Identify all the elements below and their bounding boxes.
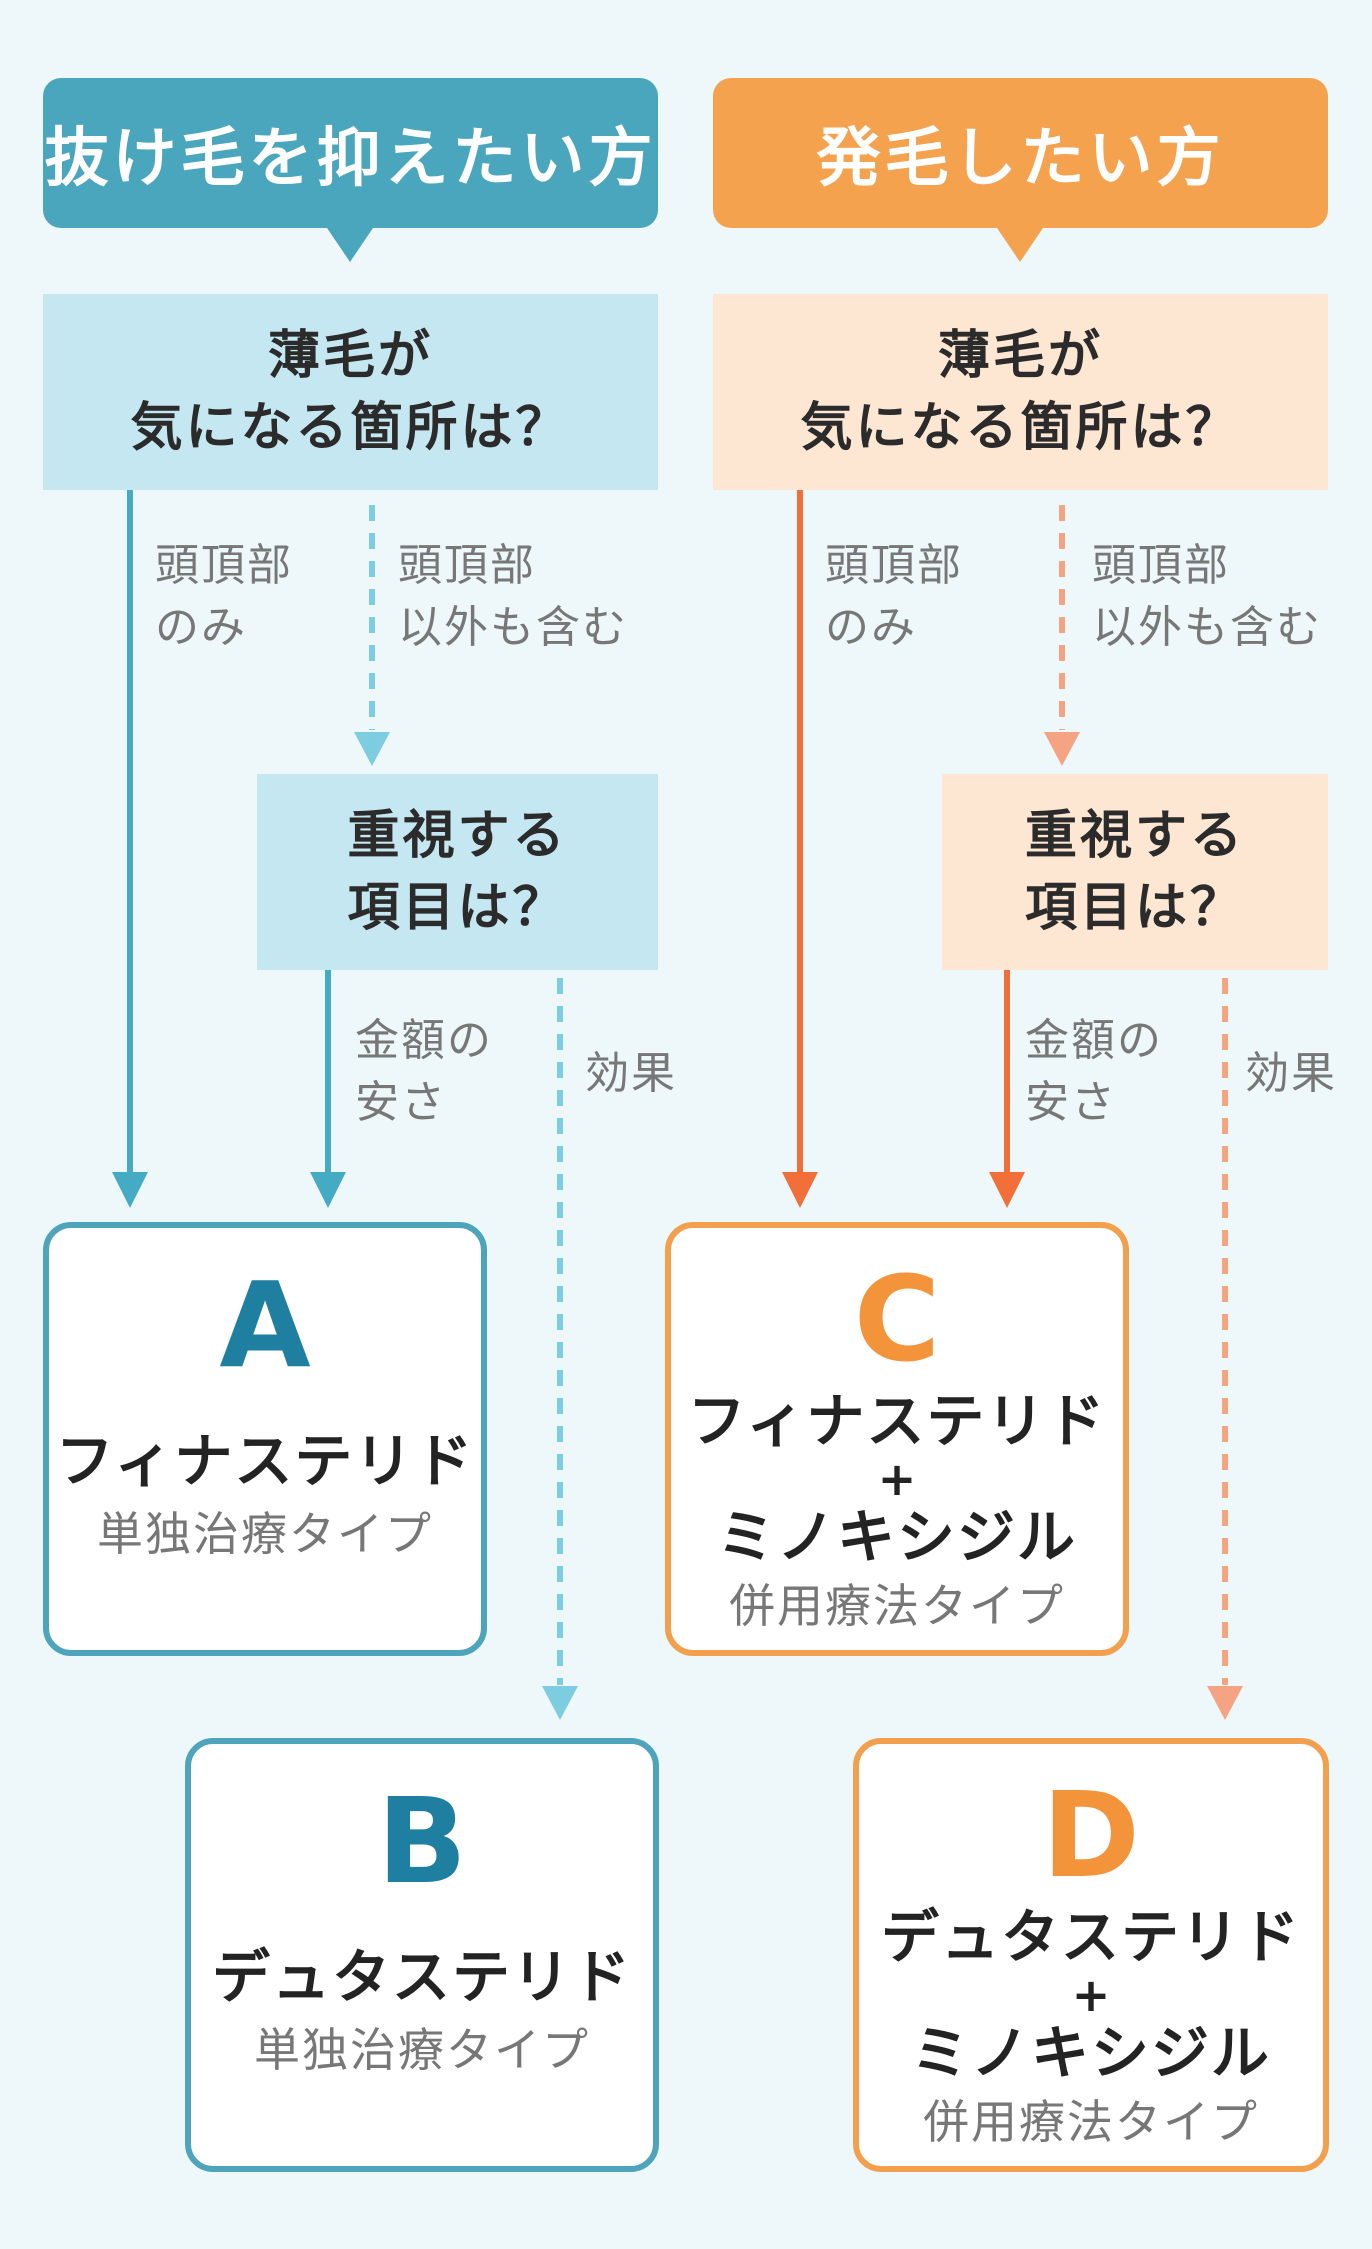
left-branch-effect: 効果 — [585, 1048, 677, 1099]
result-c-letter: C — [853, 1250, 941, 1388]
right-branch-effect: 効果 — [1245, 1048, 1337, 1099]
left-question-area-line2: 気になる箇所は？ — [130, 398, 571, 458]
result-c-plus: + — [877, 1452, 917, 1506]
right-branch-other-line1: 頭頂部 — [1092, 540, 1230, 591]
result-a-type: 単独治療タイプ — [97, 1507, 433, 1561]
result-c-drug-2: ミノキシジル — [716, 1503, 1077, 1571]
left-question-priority-line2: 項目は？ — [347, 878, 568, 938]
left-header: 抜け毛を抑えたい方 — [43, 78, 658, 228]
left-branch-other: 頭頂部 以外も含む — [398, 535, 628, 659]
right-branch-other-line2: 以外も含む — [1092, 602, 1322, 653]
result-a-card: A フィナステリド 単独治療タイプ — [43, 1222, 487, 1656]
left-question-area-line1: 薄毛が — [267, 326, 433, 386]
right-arrow-other — [1044, 732, 1080, 766]
left-arrow-effect — [542, 1686, 578, 1720]
result-d-drug-2: ミノキシジル — [910, 2019, 1271, 2087]
left-arrow-cost — [310, 1172, 346, 1208]
left-branch-cost-line2: 安さ — [355, 1077, 447, 1128]
right-question-area: 薄毛が 気になる箇所は？ — [713, 294, 1328, 490]
right-branch-top-only-line2: のみ — [825, 602, 917, 653]
result-d-letter: D — [1042, 1766, 1140, 1904]
right-branch-cost-line2: 安さ — [1025, 1077, 1117, 1128]
result-c-type: 併用療法タイプ — [729, 1579, 1065, 1633]
right-arrow-cost — [989, 1172, 1025, 1208]
result-a-letter: A — [219, 1256, 311, 1394]
right-branch-other: 頭頂部 以外も含む — [1092, 535, 1322, 659]
left-header-pointer — [325, 225, 375, 262]
left-branch-cost: 金額の 安さ — [355, 1010, 493, 1134]
result-d-plus: + — [1071, 1968, 1111, 2022]
result-d-card: D デュタステリド + ミノキシジル 併用療法タイプ — [853, 1738, 1329, 2172]
right-question-priority-line2: 項目は？ — [1024, 878, 1245, 938]
result-b-drug: デュタステリド — [211, 1943, 632, 2011]
left-arrow-other — [354, 732, 390, 766]
left-branch-cost-line1: 金額の — [355, 1015, 493, 1066]
right-arrow-effect — [1207, 1686, 1243, 1720]
right-header: 発毛したい方 — [713, 78, 1328, 228]
left-question-priority: 重視する 項目は？ — [257, 774, 658, 970]
left-branch-other-line2: 以外も含む — [398, 602, 628, 653]
result-b-type: 単独治療タイプ — [254, 2023, 590, 2077]
left-branch-top-only-line1: 頭頂部 — [155, 540, 293, 591]
left-question-area: 薄毛が 気になる箇所は？ — [43, 294, 658, 490]
right-header-pointer — [995, 225, 1045, 262]
result-d-drug-1: デュタステリド — [880, 1903, 1301, 1971]
result-a-drug: フィナステリド — [55, 1427, 475, 1495]
right-branch-cost-line1: 金額の — [1025, 1015, 1163, 1066]
result-b-card: B デュタステリド 単独治療タイプ — [185, 1738, 659, 2172]
right-branch-top-only: 頭頂部 のみ — [825, 535, 963, 659]
right-branch-top-only-line1: 頭頂部 — [825, 540, 963, 591]
right-arrow-top-only — [782, 1172, 818, 1208]
left-question-priority-line1: 重視する — [347, 806, 568, 866]
right-branch-cost: 金額の 安さ — [1025, 1010, 1163, 1134]
result-b-letter: B — [377, 1772, 467, 1910]
result-d-type: 併用療法タイプ — [923, 2095, 1259, 2149]
left-branch-top-only: 頭頂部 のみ — [155, 535, 293, 659]
result-c-card: C フィナステリド + ミノキシジル 併用療法タイプ — [665, 1222, 1129, 1656]
right-question-priority-line1: 重視する — [1024, 806, 1245, 866]
left-arrow-top-only — [112, 1172, 148, 1208]
right-question-area-line1: 薄毛が — [937, 326, 1103, 386]
result-c-drug-1: フィナステリド — [687, 1387, 1107, 1455]
left-branch-other-line1: 頭頂部 — [398, 540, 536, 591]
left-branch-top-only-line2: のみ — [155, 602, 247, 653]
right-question-area-line2: 気になる箇所は？ — [800, 398, 1241, 458]
right-question-priority: 重視する 項目は？ — [942, 774, 1328, 970]
